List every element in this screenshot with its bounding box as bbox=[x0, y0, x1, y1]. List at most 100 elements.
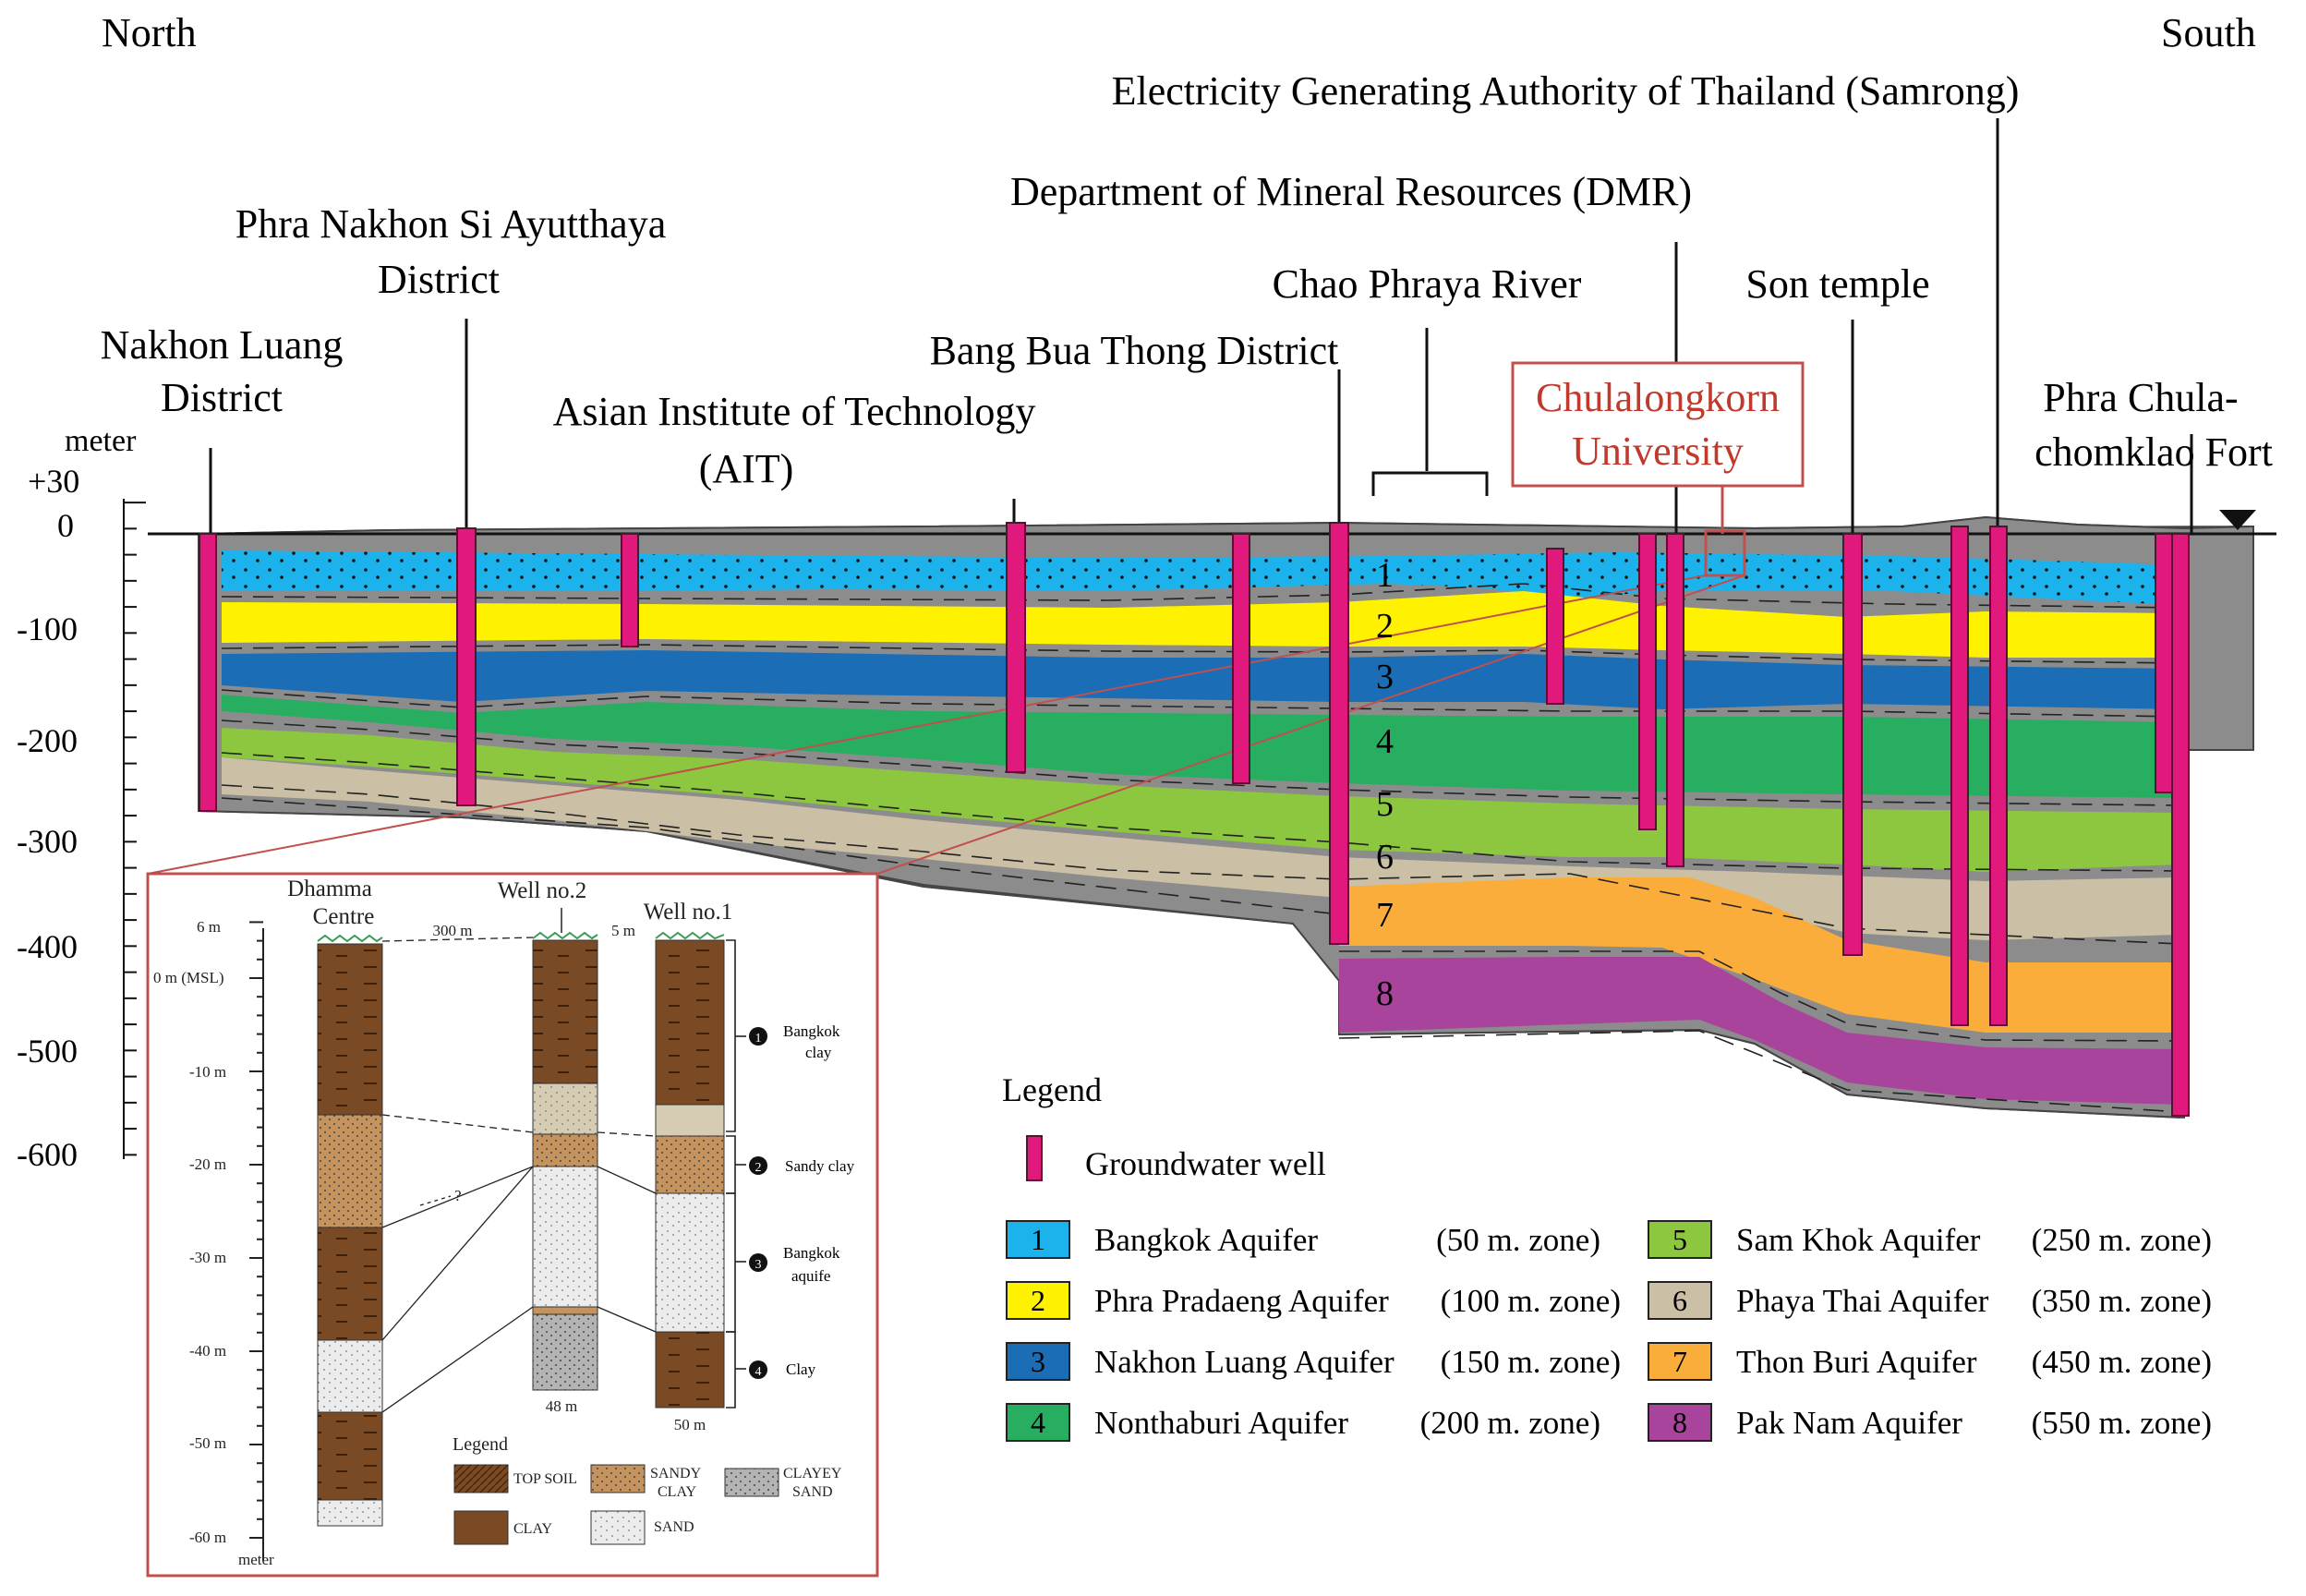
south-label: South bbox=[2161, 10, 2256, 55]
legend-swatch bbox=[1648, 1220, 1712, 1259]
label-ayutthaya-1: Phra Nakhon Si Ayutthaya bbox=[235, 201, 666, 247]
inset-well2: Well no.2 bbox=[498, 878, 587, 903]
inset-tick-40: -40 m bbox=[189, 1342, 226, 1360]
legend-aquifer-zone: (200 m. zone) bbox=[1420, 1405, 1600, 1441]
svg-text:1: 1 bbox=[755, 1032, 762, 1046]
inset-depth-50: 50 m bbox=[674, 1416, 706, 1433]
inset-tick-6: 6 m bbox=[197, 918, 221, 936]
inset-depth-48: 48 m bbox=[546, 1397, 577, 1415]
well bbox=[2171, 533, 2190, 1117]
label-nakhon-luang-2: District bbox=[161, 375, 283, 420]
inset-legend-sandy-2: CLAY bbox=[658, 1484, 697, 1500]
well bbox=[1546, 548, 1564, 705]
location-labels: North South Nakhon Luang District Phra N… bbox=[101, 10, 2273, 491]
well bbox=[1666, 533, 1684, 867]
aquifer-1-dots bbox=[222, 550, 2179, 605]
layer-number-5: 5 bbox=[1376, 785, 1394, 824]
legend-aquifer-name: Phra Pradaeng Aquifer bbox=[1094, 1283, 1389, 1319]
tick-label-500: -500 bbox=[17, 1033, 78, 1070]
aquifer-8 bbox=[1339, 957, 2179, 1105]
cross-section bbox=[148, 510, 2276, 1119]
legend-title: Legend bbox=[1002, 1071, 1102, 1108]
layer-numbers: 1 2 3 4 5 6 7 8 bbox=[1376, 556, 1394, 1013]
north-label: North bbox=[102, 10, 197, 55]
unit-2-label: Sandy clay bbox=[785, 1157, 855, 1175]
unit-labels: 1 Bangkok clay 2 Sandy clay 3 Bangkok aq… bbox=[749, 1022, 855, 1379]
layer-number-6: 6 bbox=[1376, 838, 1394, 877]
legend-aquifer-zone: (100 m. zone) bbox=[1441, 1283, 1621, 1319]
inset-tick-20: -20 m bbox=[189, 1155, 226, 1173]
label-egat: Electricity Generating Authority of Thai… bbox=[1112, 68, 2020, 114]
legend-number: 5 bbox=[1672, 1223, 1687, 1256]
borehole-well2 bbox=[532, 931, 598, 1391]
inset-dist-300: 300 m bbox=[433, 922, 473, 939]
layer-number-8: 8 bbox=[1376, 974, 1394, 1013]
label-chulalongkorn-2: University bbox=[1572, 429, 1744, 474]
legend-aquifer-zone: (250 m. zone) bbox=[2032, 1222, 2212, 1258]
well bbox=[1842, 533, 1863, 956]
label-ait-1: Asian Institute of Technology bbox=[553, 389, 1036, 434]
well bbox=[2155, 533, 2173, 793]
aquifer-7 bbox=[1339, 877, 2179, 1033]
legend-aquifer-zone: (550 m. zone) bbox=[2032, 1405, 2212, 1441]
legend-aquifer-zone: (450 m. zone) bbox=[2032, 1344, 2212, 1380]
tick-label-0: 0 bbox=[57, 507, 74, 544]
legend-aquifer-name: Bangkok Aquifer bbox=[1094, 1222, 1318, 1258]
inset-legend: Legend TOP SOIL SANDY CLAY CLAYEY SAND C… bbox=[453, 1434, 842, 1545]
layer-number-2: 2 bbox=[1376, 607, 1394, 646]
aquifer-4 bbox=[222, 695, 2179, 798]
depth-axis: meter +30 0 -100 -200 -300 -400 -500 -60… bbox=[17, 424, 146, 1173]
legend-well-swatch bbox=[1026, 1135, 1043, 1181]
well bbox=[1638, 533, 1657, 830]
tick-label-plus30: +30 bbox=[28, 463, 79, 500]
inset-legend-sand: SAND bbox=[654, 1519, 694, 1535]
legend-aquifer-name: Thon Buri Aquifer bbox=[1736, 1344, 1977, 1380]
unit-3-label-a: Bangkok bbox=[783, 1244, 840, 1262]
tick-label-200: -200 bbox=[17, 722, 78, 759]
chulalongkorn-callout: Chulalongkorn University bbox=[147, 361, 1805, 875]
legend-aquifer-name: Nakhon Luang Aquifer bbox=[1094, 1344, 1394, 1380]
unit-3-label-b: aquife bbox=[791, 1267, 830, 1285]
legend-number: 6 bbox=[1672, 1284, 1687, 1317]
legend-item-aquifer-1: 1 Bangkok Aquifer (50 m. zone) bbox=[1006, 1220, 1600, 1259]
inset-legend-clay: CLAY bbox=[513, 1521, 553, 1537]
inset-panel: 6 m 0 m (MSL) -10 m -20 m -30 m -40 m -5… bbox=[146, 872, 879, 1578]
inset-dist-5: 5 m bbox=[611, 922, 635, 939]
legend-aquifer-name: Sam Khok Aquifer bbox=[1736, 1222, 1981, 1258]
inset-axis-unit: meter bbox=[238, 1551, 274, 1568]
legend-swatch bbox=[1648, 1403, 1712, 1442]
legend-number: 4 bbox=[1031, 1406, 1045, 1439]
legend-swatch bbox=[1648, 1342, 1712, 1381]
legend-swatch bbox=[1006, 1281, 1070, 1320]
inset-legend-clayey-2: SAND bbox=[792, 1484, 833, 1500]
legend-swatch bbox=[1006, 1220, 1070, 1259]
well bbox=[456, 527, 477, 806]
label-chulalongkorn-1: Chulalongkorn bbox=[1536, 375, 1780, 420]
layer-number-3: 3 bbox=[1376, 658, 1394, 696]
inset-well1: Well no.1 bbox=[644, 900, 733, 925]
legend-aquifer-zone: (50 m. zone) bbox=[1436, 1222, 1600, 1258]
well bbox=[1950, 526, 1969, 1026]
legend-aquifer-zone: (350 m. zone) bbox=[2032, 1283, 2212, 1319]
label-fort-2: chomklao Fort bbox=[2034, 429, 2273, 475]
label-son-temple: Son temple bbox=[1745, 261, 1929, 307]
axis-unit-label: meter bbox=[65, 424, 137, 458]
inset-question: ? bbox=[454, 1187, 462, 1204]
legend-swatch bbox=[1006, 1403, 1070, 1442]
unit-1-label-b: clay bbox=[805, 1044, 832, 1061]
legend-swatch bbox=[1006, 1342, 1070, 1381]
well bbox=[1329, 522, 1349, 945]
legend-number: 1 bbox=[1031, 1223, 1045, 1256]
well bbox=[1006, 522, 1026, 773]
label-bang-bua-thong: Bang Bua Thong District bbox=[930, 328, 1339, 373]
water-level-icon bbox=[2219, 510, 2256, 530]
well bbox=[1989, 526, 2008, 1026]
unit-1-label-a: Bangkok bbox=[783, 1022, 840, 1040]
well bbox=[1232, 533, 1250, 784]
well bbox=[199, 533, 217, 812]
